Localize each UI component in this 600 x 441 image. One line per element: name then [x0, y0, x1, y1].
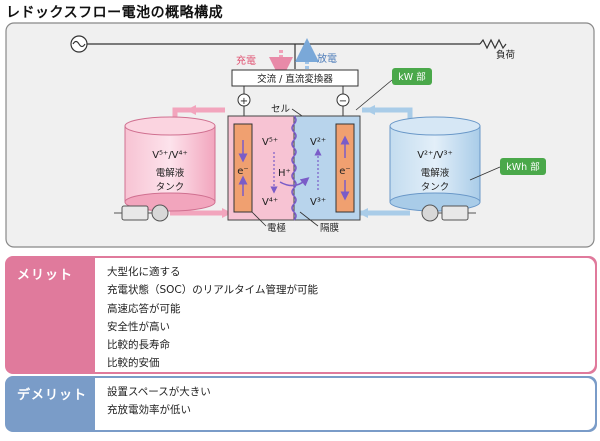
merit-item: 比較的長寿命: [107, 339, 170, 352]
left-tank-name-1: 電解液: [156, 167, 185, 179]
kwh-badge: [500, 158, 546, 175]
load-resistor-icon: [479, 38, 507, 50]
demerit-item: 設置スペースが大きい: [107, 386, 211, 398]
cell-right-bottom-ion: V³⁺: [310, 197, 326, 208]
right-tank-ions: V²⁺/V³⁺: [417, 150, 453, 161]
merit-item: 安全性が高い: [107, 320, 170, 333]
page-title: レドックスフロー電池の概略構成: [6, 5, 224, 21]
svg-text:+: +: [240, 96, 248, 107]
merit-list: 大型化に適する 充電状態（SOC）のリアルタイム管理が可能 高速応答が可能 安全…: [95, 258, 595, 372]
electrode-label: 電極: [267, 222, 287, 234]
left-tank: [124, 116, 216, 212]
cell-right-top-ion: V²⁺: [310, 137, 326, 148]
electrode-left: [233, 123, 253, 213]
merit-label: メリット: [17, 268, 74, 283]
svg-text:e⁻: e⁻: [237, 166, 248, 177]
electrode-right: [335, 123, 355, 213]
merit-panel: メリット 大型化に適する 充電状態（SOC）のリアルタイム管理が可能 高速応答が…: [5, 256, 597, 374]
right-tank: [389, 116, 481, 212]
demerit-panel: デメリット 設置スペースが大きい 充放電効率が低い: [5, 376, 597, 432]
kw-badge-label: kW 部: [398, 71, 425, 83]
cell-left-top-ion: V⁵⁺: [262, 137, 278, 148]
converter-box: [231, 69, 359, 87]
discharge-label: 放電: [317, 52, 337, 65]
cell-left-bottom-ion: V⁴⁺: [262, 197, 278, 208]
kw-badge: [392, 68, 432, 85]
membrane-label: 隔膜: [320, 223, 340, 234]
converter-label: 交流 / 直流変換器: [257, 73, 333, 85]
merit-item: 大型化に適する: [107, 266, 181, 278]
load-label: 負荷: [496, 49, 516, 61]
right-tank-name-1: 電解液: [421, 167, 450, 179]
cell-label: セル: [271, 104, 291, 115]
redox-flow-diagram: 負荷 充電 放電 交流 / 直流変換器 + − セル kW 部 e⁻ e⁻ V⁵…: [5, 22, 595, 248]
merit-item: 充電状態（SOC）のリアルタイム管理が可能: [107, 284, 318, 297]
svg-text:−: −: [339, 96, 347, 107]
merit-item: 高速応答が可能: [107, 302, 181, 315]
left-tank-name-2: タンク: [156, 182, 185, 193]
membrane-line: [291, 115, 297, 221]
merit-item: 比較的安価: [107, 357, 160, 370]
right-pump-icon: [421, 204, 476, 222]
charge-label: 充電: [236, 54, 256, 67]
demerit-list: 設置スペースが大きい 充放電効率が低い: [95, 378, 595, 430]
proton-label: H⁺: [278, 168, 291, 179]
demerit-item: 充放電効率が低い: [107, 404, 191, 417]
demerit-label: デメリット: [17, 388, 88, 403]
left-pump-icon: [114, 204, 169, 222]
svg-text:e⁻: e⁻: [339, 166, 350, 177]
right-tank-name-2: タンク: [421, 182, 450, 193]
kwh-badge-label: kWh 部: [506, 161, 539, 173]
left-tank-ions: V⁵⁺/V⁴⁺: [152, 150, 188, 161]
